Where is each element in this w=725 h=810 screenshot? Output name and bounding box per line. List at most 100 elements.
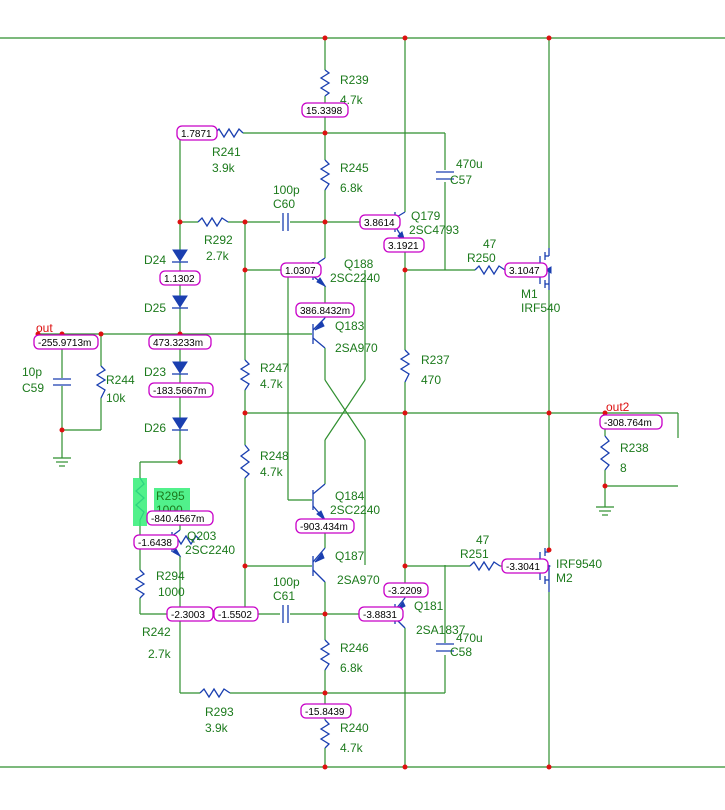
r247-ref: R247 — [260, 361, 289, 375]
d24-symbol — [172, 249, 188, 263]
c58-value: 470u — [456, 631, 483, 645]
probe-r241[interactable]: 1.7871 — [176, 125, 218, 141]
r248-value: 4.7k — [260, 465, 284, 479]
svg-text:3.1047: 3.1047 — [509, 266, 540, 277]
r241-value: 3.9k — [212, 161, 236, 175]
q183-ref: Q183 — [335, 319, 365, 333]
ground-symbol-right — [596, 506, 614, 516]
svg-text:-183.5667m: -183.5667m — [153, 386, 206, 397]
c61-value: 100p — [273, 575, 300, 589]
c60-symbol — [282, 213, 289, 231]
svg-text:-1.6438: -1.6438 — [138, 538, 172, 549]
r247-value: 4.7k — [260, 377, 284, 391]
svg-text:-903.434m: -903.434m — [300, 522, 348, 533]
probe-d23[interactable]: -183.5667m — [148, 382, 214, 398]
r294-value: 1000 — [158, 585, 185, 599]
d24-ref: D24 — [144, 253, 166, 267]
probe-r242[interactable]: -2.3003 — [166, 606, 214, 622]
q188-ref: Q188 — [344, 257, 374, 271]
ground-symbol-left — [53, 457, 71, 467]
selection-highlight — [133, 478, 190, 526]
svg-text:3.8614: 3.8614 — [364, 218, 395, 229]
probe-m2-gate[interactable]: -3.3041 — [501, 558, 549, 574]
r251-ref: R251 — [460, 547, 489, 561]
probe-q184-emitter[interactable]: -903.434m — [295, 518, 355, 534]
c59-ref: C59 — [22, 381, 44, 395]
q188-value: 2SC2240 — [330, 271, 380, 285]
q181-ref: Q181 — [414, 599, 444, 613]
r242-value: 2.7k — [148, 647, 172, 661]
r242-ref: R242 — [142, 625, 171, 639]
net-label-out2: out2 — [606, 400, 630, 414]
probe-q181-emitter[interactable]: -3.2209 — [383, 582, 429, 598]
probe-d24[interactable]: 1.1302 — [159, 270, 201, 286]
probe-r240[interactable]: -15.8439 — [300, 703, 352, 719]
r247-symbol — [239, 359, 251, 391]
d23-ref: D23 — [144, 365, 166, 379]
c61-symbol — [282, 605, 289, 623]
r237-symbol — [399, 349, 411, 383]
voltage-probes: 15.3398 1.7871 3.8614 3.1921 1.1302 1.03… — [33, 102, 663, 719]
probe-out2[interactable]: -308.764m — [599, 414, 663, 430]
r237-ref: R237 — [421, 353, 450, 367]
r248-ref: R248 — [260, 449, 289, 463]
c60-value: 100p — [273, 183, 300, 197]
r294-ref: R294 — [156, 569, 185, 583]
r293-value: 3.9k — [205, 721, 229, 735]
d26-symbol — [172, 417, 188, 431]
svg-text:-3.8831: -3.8831 — [363, 610, 397, 621]
q179-ref: Q179 — [411, 209, 441, 223]
probe-q181-base[interactable]: -3.8831 — [358, 606, 404, 622]
q187-ref: Q187 — [335, 549, 365, 563]
c59-symbol — [53, 378, 71, 386]
m2-ref: M2 — [556, 571, 573, 585]
r241-ref: R241 — [212, 145, 241, 159]
d25-ref: D25 — [144, 301, 166, 315]
component-symbols — [53, 69, 614, 749]
r245-value: 6.8k — [340, 181, 364, 195]
r237-value: 470 — [421, 373, 441, 387]
svg-text:1.0307: 1.0307 — [285, 266, 316, 277]
c57-symbol — [436, 171, 454, 180]
r240-value: 4.7k — [340, 741, 364, 755]
r251-value: 47 — [476, 533, 490, 547]
r248-symbol — [239, 444, 251, 479]
m2-value: IRF9540 — [556, 557, 602, 571]
q181-value: 2SA1837 — [416, 623, 466, 637]
svg-text:-840.4567m: -840.4567m — [151, 514, 204, 525]
probe-q179-base[interactable]: 3.8614 — [359, 214, 401, 230]
svg-text:1.1302: 1.1302 — [164, 274, 195, 285]
r250-value: 47 — [483, 237, 497, 251]
r239-symbol — [319, 69, 331, 97]
svg-text:-3.3041: -3.3041 — [506, 562, 540, 573]
probe-out[interactable]: -255.9713m — [33, 334, 99, 350]
r292-value: 2.7k — [206, 249, 230, 263]
probe-r295[interactable]: -840.4567m — [146, 510, 214, 526]
probe-q203-base[interactable]: -1.6438 — [133, 534, 179, 550]
r250-symbol — [474, 264, 506, 276]
probe-m1-gate[interactable]: 3.1047 — [504, 262, 548, 278]
r294-symbol — [134, 569, 146, 599]
component-labels: R239 4.7k R241 3.9k R245 6.8k 100p C60 4… — [22, 73, 649, 755]
c58-symbol — [436, 643, 454, 652]
r292-ref: R292 — [204, 233, 233, 247]
probe-q188-emitter[interactable]: 386.8432m — [295, 302, 355, 318]
net-labels: out out2 — [36, 321, 630, 414]
probe-r239[interactable]: 15.3398 — [301, 102, 349, 118]
q184-symbol — [312, 483, 327, 522]
r293-ref: R293 — [205, 705, 234, 719]
probe-q179-emitter[interactable]: 3.1921 — [383, 237, 425, 253]
svg-text:-3.2209: -3.2209 — [388, 586, 422, 597]
r246-value: 6.8k — [340, 661, 364, 675]
q184-ref: Q184 — [335, 489, 365, 503]
probe-c61[interactable]: -1.5502 — [213, 606, 259, 622]
r245-symbol — [319, 159, 331, 191]
probe-q188-base[interactable]: 1.0307 — [280, 262, 322, 278]
c60-ref: C60 — [273, 197, 295, 211]
d26-ref: D26 — [144, 421, 166, 435]
probe-d25[interactable]: 473.3233m — [148, 334, 212, 350]
svg-text:-2.3003: -2.3003 — [171, 610, 205, 621]
r239-ref: R239 — [340, 73, 369, 87]
q183-value: 2SA970 — [335, 341, 378, 355]
